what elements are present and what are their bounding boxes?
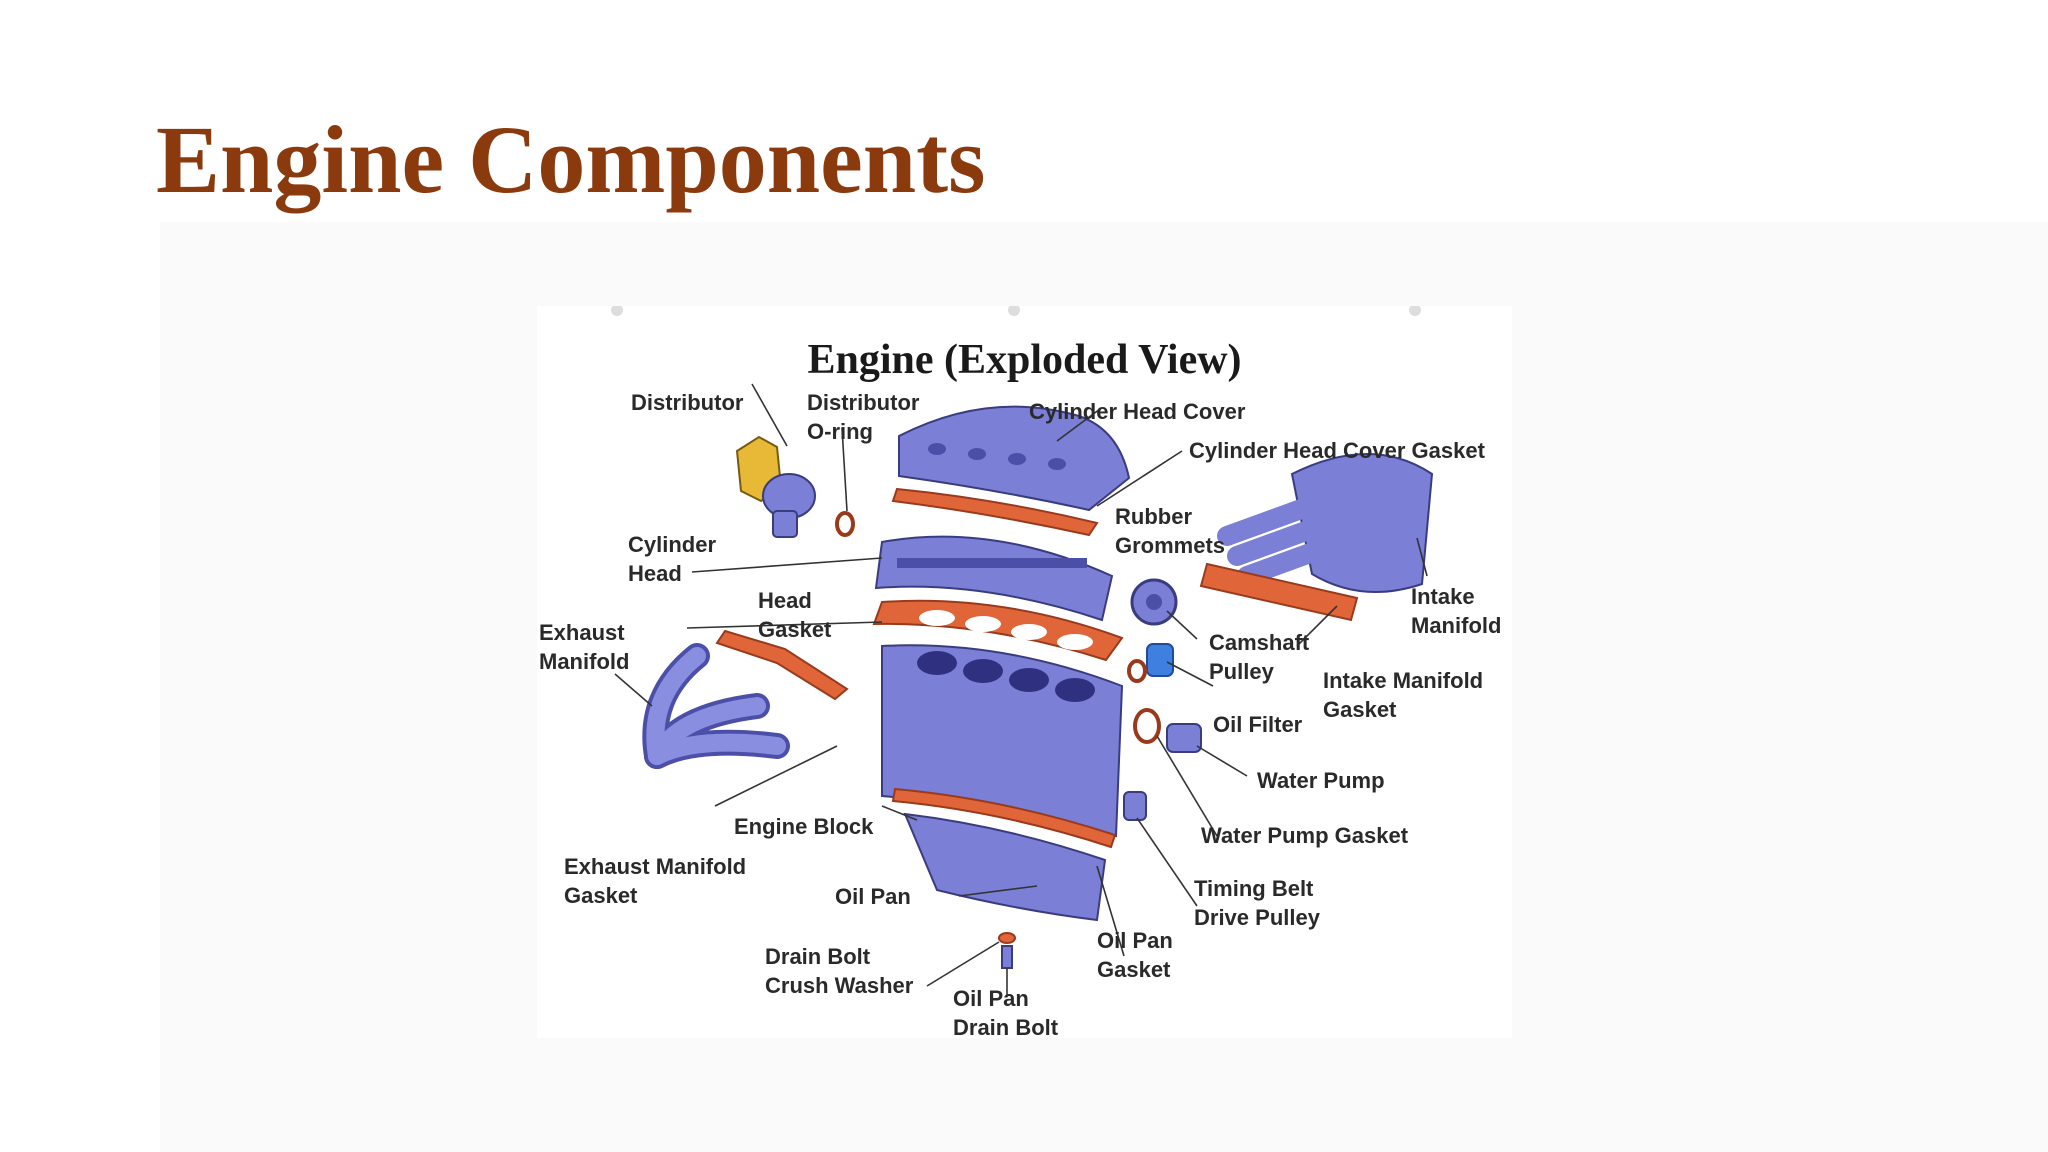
engine-block-part	[881, 644, 1124, 838]
engine-illustration	[611, 306, 1434, 996]
label-engine-block: Engine Block	[734, 814, 874, 839]
water-pump-gasket-part	[1133, 708, 1161, 744]
label-water-pump: Water Pump	[1257, 768, 1385, 793]
label-oil-pan: Oil Pan	[835, 884, 911, 909]
cylinder-head-cover-part	[898, 405, 1131, 512]
leader-lines	[614, 383, 1428, 996]
water-pump-part	[1166, 723, 1202, 753]
timing-belt-drive-pulley-part	[1123, 791, 1147, 821]
diagram-title: Engine (Exploded View)	[807, 337, 1242, 383]
punch-hole	[1008, 306, 1020, 316]
drain-bolt-crush-washer-part	[998, 932, 1016, 944]
head-gasket-part	[872, 599, 1124, 662]
exhaust-manifold-part	[642, 643, 790, 769]
oil-pan-part	[903, 812, 1107, 922]
cylinder-head-cover-gasket-part	[891, 487, 1099, 537]
punch-hole	[611, 306, 623, 316]
punch-hole	[1409, 306, 1421, 316]
distributor-oring-part	[835, 511, 855, 537]
intake-manifold-part	[1217, 453, 1434, 593]
slide-title: Engine Components	[156, 106, 986, 213]
label-oil-filter: Oil Filter	[1213, 712, 1303, 737]
camshaft-pulley-part	[1130, 578, 1178, 626]
engine-exploded-view-diagram: Engine (Exploded View) Distributor Distr…	[537, 306, 1512, 1038]
exhaust-manifold-gasket-part	[715, 629, 849, 701]
label-cylinder-head-cover-gasket: Cylinder Head Cover Gasket	[1189, 438, 1485, 463]
distributor-part	[735, 435, 816, 538]
label-distributor: Distributor	[631, 390, 744, 415]
cylinder-head-part	[874, 535, 1114, 622]
oil-pan-drain-bolt-part	[1001, 945, 1013, 969]
label-cylinder-head-cover: Cylinder Head Cover	[1029, 399, 1246, 424]
intake-manifold-gasket-part	[1199, 562, 1359, 622]
label-water-pump-gasket: Water Pump Gasket	[1201, 823, 1409, 848]
oil-pan-gasket-part	[891, 787, 1117, 849]
oil-filter-part	[1127, 643, 1174, 683]
